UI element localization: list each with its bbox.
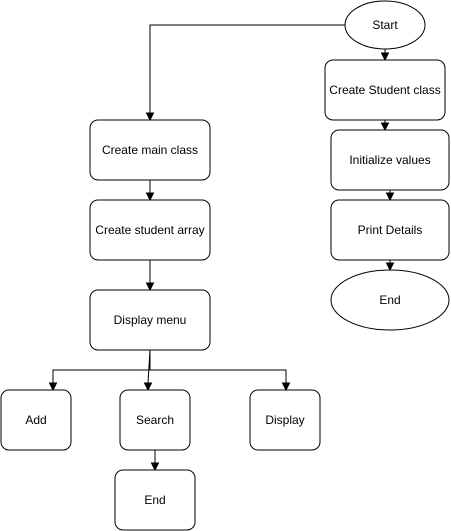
arrowhead-print-details [385,192,395,202]
end-right-label: End [379,293,400,307]
initialize-values-box [330,129,450,191]
node-initialize-values: Initialize values [330,129,450,191]
node-end-right: End [330,269,450,331]
create-student-array-box [89,199,211,261]
arrowhead-display [281,382,291,392]
create-student-array-label: Create student array [95,223,204,237]
search-box [119,389,191,451]
arrowhead-create-main-class [145,112,155,122]
node-end-left: End [114,469,196,531]
arrowhead-search [143,382,153,392]
search-label: Search [136,413,174,427]
arrowhead-end-right [385,262,395,272]
add-box [0,389,72,451]
edge-start-to-create-main-class [149,24,345,113]
node-create-main-class: Create main class [89,119,211,181]
print-details-box [330,199,450,261]
node-display: Display [249,389,321,451]
node-search: Search [119,389,191,451]
edge-display-menu-to-display [150,369,287,383]
add-label: Add [25,413,46,427]
node-print-details: Print Details [330,199,450,261]
arrowhead-add [48,382,58,392]
create-student-class-label: Create Student class [329,83,440,97]
node-start: Start [344,0,426,50]
initialize-values-label: Initialize values [349,153,430,167]
arrowhead-end-left [150,462,160,472]
create-main-class-label: Create main class [102,143,198,157]
node-create-student-array: Create student array [89,199,211,261]
create-student-class-box [324,59,446,121]
display-box [249,389,321,451]
print-details-label: Print Details [358,223,423,237]
arrowhead-create-student-class [380,52,390,62]
arrowhead-display-menu [145,282,155,292]
create-main-class-box [89,119,211,181]
edge-display-menu-to-add [52,350,151,383]
display-label: Display [265,413,304,427]
edge-display-menu-to-search [147,349,151,384]
end-left-label: End [144,493,165,507]
display-menu-label: Display menu [114,313,187,327]
arrowhead-initialize-values [380,122,390,132]
display-menu-box [89,289,211,351]
start-label: Start [372,18,398,32]
end-left-box [114,469,196,531]
end-right-ellipse [330,269,450,331]
node-display-menu: Display menu [89,289,211,351]
node-create-student-class: Create Student class [324,59,446,121]
arrowhead-create-student-array [145,192,155,202]
node-add: Add [0,389,72,451]
start-ellipse [344,0,426,50]
edges [48,24,395,472]
